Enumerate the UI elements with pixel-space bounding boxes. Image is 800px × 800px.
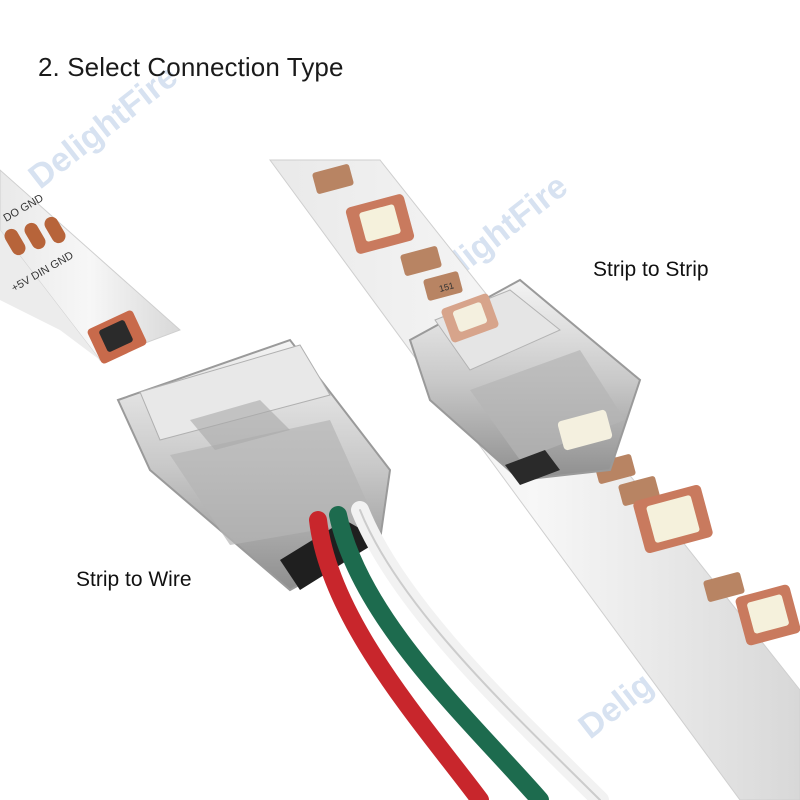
right-connector — [408, 278, 642, 485]
label-strip-to-strip: Strip to Strip — [593, 258, 709, 281]
left-led-strip: DO GND +5V DIN GND — [0, 169, 181, 364]
page-title: 2. Select Connection Type — [38, 52, 344, 82]
wires — [309, 501, 609, 800]
right-led-strip: 151 — [269, 159, 800, 800]
chip-label: 151 — [438, 280, 455, 294]
label-strip-to-wire: Strip to Wire — [76, 568, 192, 591]
